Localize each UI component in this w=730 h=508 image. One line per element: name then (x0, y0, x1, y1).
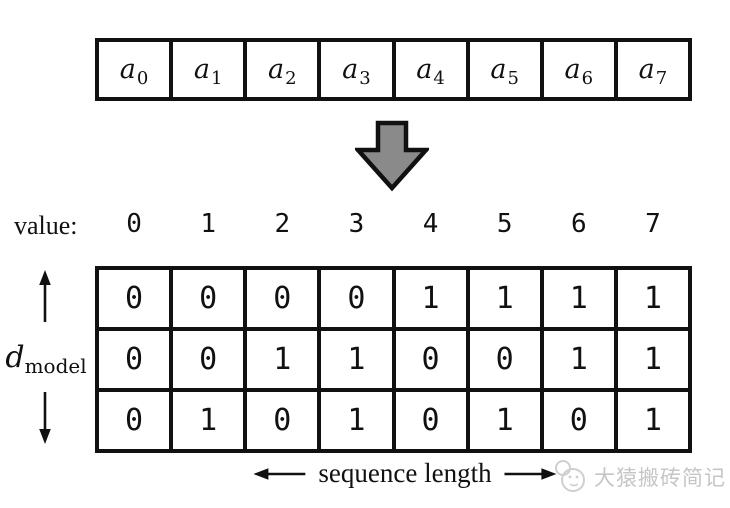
matrix-cell: 0 (173, 270, 244, 327)
matrix-cell: 0 (469, 331, 540, 388)
value-digit: 4 (422, 209, 439, 239)
token-label: a7 (638, 54, 668, 89)
matrix-cell: 1 (543, 331, 614, 388)
matrix-cell: 1 (247, 331, 318, 388)
token-label: a5 (490, 54, 519, 89)
token-label: a3 (342, 54, 371, 89)
matrix-cell: 0 (321, 270, 392, 327)
dmodel-label: dmodel (5, 340, 87, 378)
matrix-cell: 1 (617, 392, 688, 449)
down-axis-arrow-icon (39, 392, 51, 444)
left-arrow-icon (253, 467, 306, 480)
token-label: a2 (268, 54, 297, 89)
down-arrow-icon (355, 120, 429, 192)
matrix-cell: 1 (543, 270, 614, 327)
value-row-label: value: (14, 211, 78, 240)
value-digit: 5 (496, 209, 513, 239)
matrix-cell: 1 (469, 270, 540, 327)
token-cell: a1 (173, 42, 244, 97)
watermark: 大猿搬砖简记 (551, 456, 726, 498)
matrix-cell: 1 (173, 392, 244, 449)
value-row: 0 1 2 3 4 5 6 7 (95, 203, 692, 245)
value-digit: 0 (126, 209, 142, 239)
matrix-cell: 1 (617, 331, 688, 388)
matrix-cell: 0 (99, 331, 170, 388)
matrix-cell: 1 (395, 270, 466, 327)
matrix-cell: 0 (173, 331, 244, 388)
value-digit: 2 (274, 209, 291, 239)
value-digit: 7 (645, 209, 661, 239)
matrix-cell: 1 (321, 392, 392, 449)
token-label: a4 (416, 54, 445, 89)
token-cell: a0 (99, 42, 170, 97)
up-arrow-icon (39, 270, 51, 322)
token-cell: a7 (617, 42, 688, 97)
sequence-length-label: sequence length (318, 458, 492, 488)
value-digit: 3 (348, 209, 365, 239)
token-row: a0 a1 a2 a3 a4 a5 a6 a7 (95, 38, 692, 101)
monkey-logo-icon (555, 460, 585, 492)
right-arrow-icon (504, 467, 557, 480)
matrix-cell: 0 (395, 392, 466, 449)
token-cell: a6 (543, 42, 614, 97)
matrix-cell: 0 (543, 392, 614, 449)
watermark-text: 大猿搬砖简记 (594, 467, 726, 490)
sequence-length-axis: sequence length (253, 458, 557, 489)
token-cell: a5 (469, 42, 540, 97)
token-label: a6 (564, 54, 594, 89)
token-cell: a4 (395, 42, 466, 97)
binary-matrix: 0 0 0 0 1 1 1 1 0 0 1 1 0 0 1 1 0 1 0 1 … (95, 266, 692, 453)
value-digit: 6 (570, 209, 587, 239)
matrix-cell: 0 (247, 270, 318, 327)
matrix-cell: 0 (99, 392, 170, 449)
value-digit: 1 (200, 209, 217, 239)
token-label: a1 (193, 54, 223, 89)
matrix-cell: 1 (617, 270, 688, 327)
matrix-cell: 0 (247, 392, 318, 449)
token-label: a0 (119, 54, 149, 89)
matrix-cell: 0 (395, 331, 466, 388)
matrix-cell: 0 (99, 270, 170, 327)
matrix-cell: 1 (321, 331, 392, 388)
token-cell: a3 (321, 42, 392, 97)
matrix-cell: 1 (469, 392, 540, 449)
token-cell: a2 (247, 42, 318, 97)
